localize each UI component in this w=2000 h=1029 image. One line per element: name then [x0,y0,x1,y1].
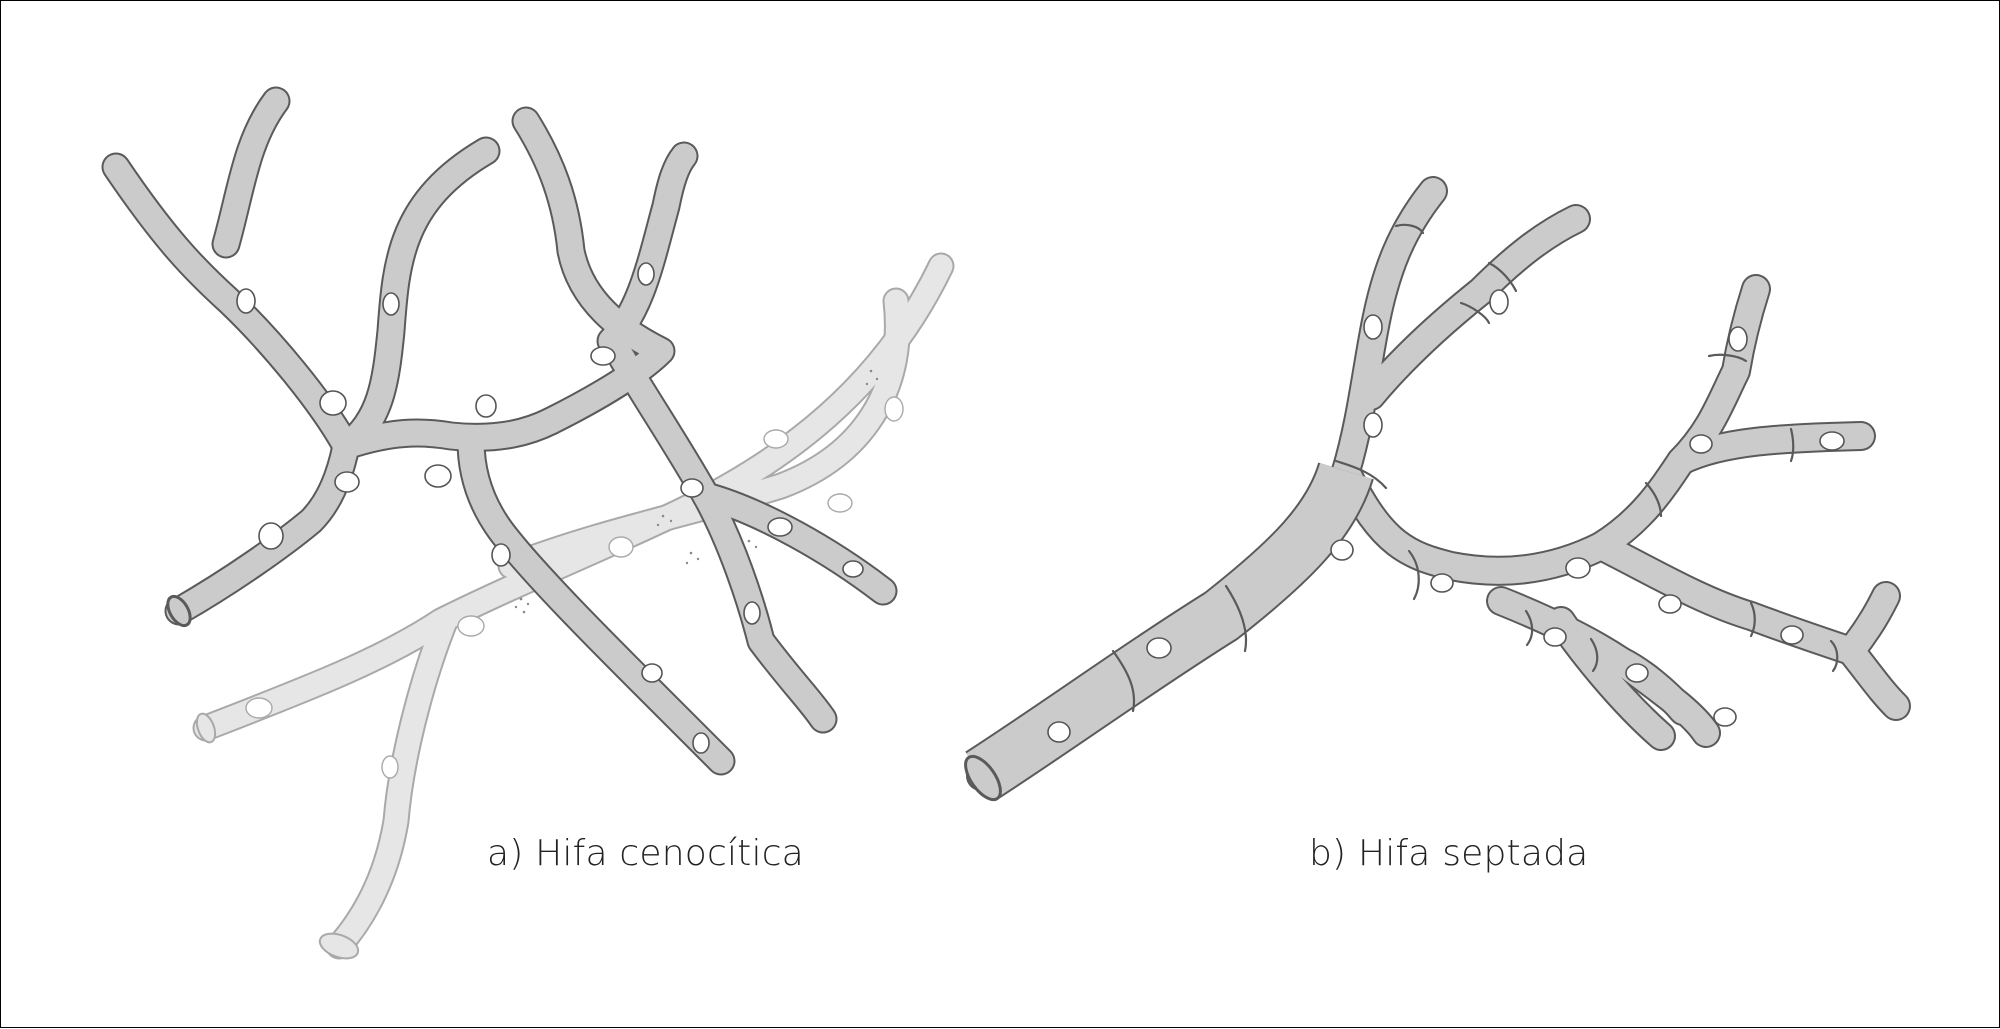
caption-septate-hypha: b) Hifa septada [1309,833,1589,874]
coenocytic-hypha [101,86,955,960]
stipple-marks [514,369,879,614]
nuclei [236,262,864,754]
caption-coenocytic-hypha: a) Hifa cenocítica [487,833,804,874]
nuclei [1047,289,1845,743]
septate-hypha [964,176,1911,802]
main-hypha [101,86,898,776]
septa [1111,223,1839,713]
background-hypha [192,252,955,960]
